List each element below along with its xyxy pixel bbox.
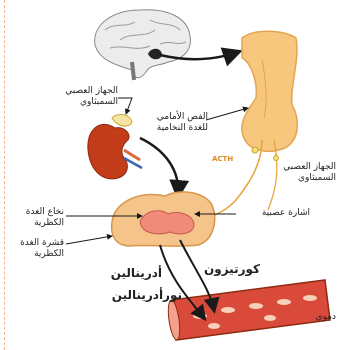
leader-anterior-pituitary: [206, 108, 248, 120]
kidney-illustration: [88, 115, 142, 179]
label-sympathetic-right-line2: السمبثاوي: [272, 173, 336, 184]
label-adrenal-medulla-line1: نخاع الغدة: [6, 207, 64, 218]
label-sympathetic-right-line1: الجهاز العصبي: [272, 162, 336, 173]
label-noradrenaline: نورأدرينالين: [90, 288, 182, 302]
label-adrenaline: أدرينالين: [90, 266, 162, 280]
kidney-to-adrenal-arrow: [140, 138, 178, 195]
label-adrenal-cortex: قشرة الغدة الكظرية: [6, 238, 64, 260]
adrenal-gland-illustration: [112, 192, 215, 246]
label-acth: ACTH: [212, 154, 233, 165]
label-sympathetic-top-line2: السمبثاوي: [58, 97, 118, 108]
label-adrenal-medulla-line2: الكظرية: [6, 218, 64, 229]
leader-adrenal-cortex: [66, 236, 112, 244]
label-adrenal-medulla: نخاع الغدة الكظرية: [6, 207, 64, 229]
leader-sympathetic-top: [118, 98, 132, 114]
label-sympathetic-top-line1: الجهاز العصبي: [58, 86, 118, 97]
label-nerve-signal: اشارة عصبية: [238, 208, 310, 219]
label-blood-vessel: دموي: [304, 312, 336, 323]
label-anterior-pituitary-line2: للغدة النخامية: [146, 123, 208, 134]
label-adrenal-cortex-line2: الكظرية: [6, 249, 64, 260]
brain-illustration: [95, 10, 191, 80]
label-anterior-pituitary-line1: الفص الأمامي: [146, 112, 208, 123]
label-sympathetic-top: الجهاز العصبي السمبثاوي: [58, 86, 118, 108]
label-sympathetic-right: الجهاز العصبي السمبثاوي: [272, 162, 336, 184]
nerve-node: [252, 147, 258, 153]
blood-vessel-illustration: [166, 280, 330, 341]
label-cortisone: كورتيزون: [200, 262, 260, 276]
label-anterior-pituitary: الفص الأمامي للغدة النخامية: [146, 112, 208, 134]
pituitary-gland-illustration: [242, 31, 298, 151]
label-adrenal-cortex-line1: قشرة الغدة: [6, 238, 64, 249]
